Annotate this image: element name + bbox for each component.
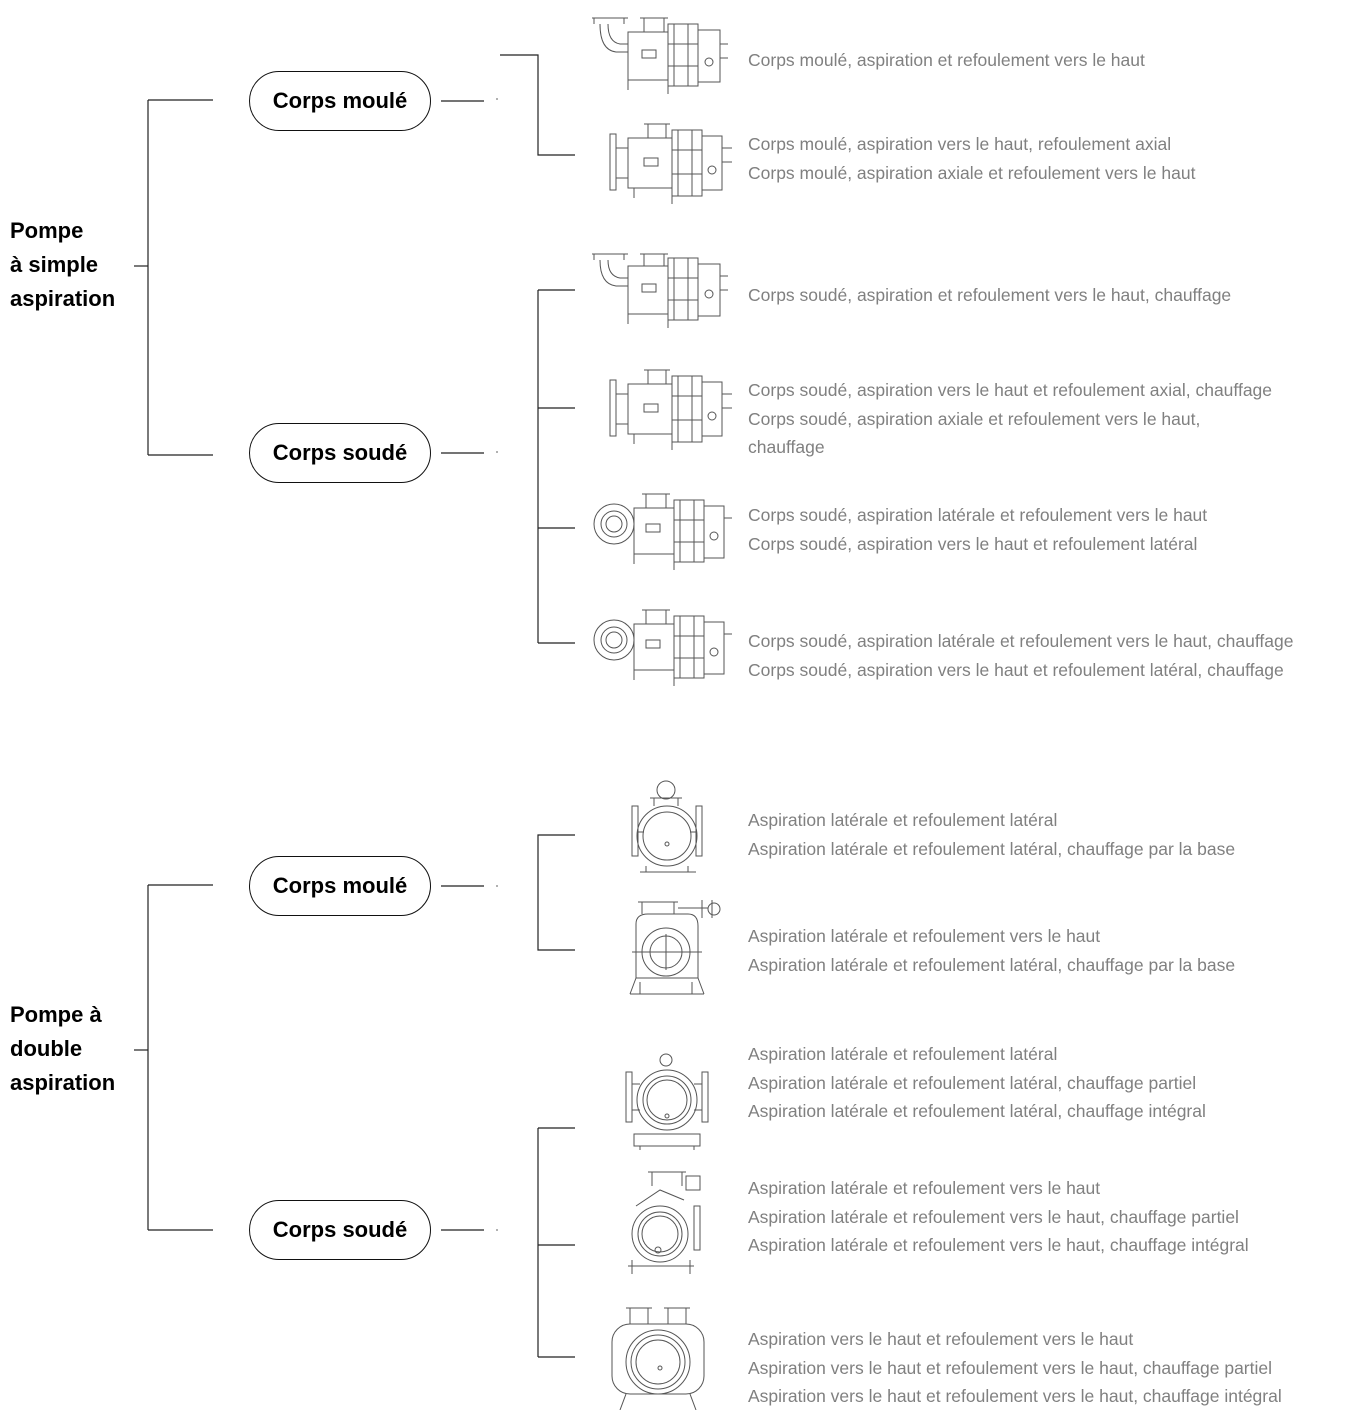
variant-description: Corps soudé, aspiration latérale et refo… [748, 631, 1294, 680]
pump-drawing-side-icon [592, 17, 728, 94]
pump-drawing-side-icon [609, 123, 732, 204]
body-type-pill: Corps moulé [249, 71, 431, 131]
family-title-double-aspiration: Pompe à double aspiration [10, 1002, 116, 1095]
family-title-simple-aspiration: Pompe à simple aspiration [10, 218, 116, 311]
body-type-pill: Corps soudé [249, 1200, 431, 1260]
variant-description: Aspiration latérale et refoulement vers … [748, 926, 1236, 975]
variant-description: Corps soudé, aspiration vers le haut et … [748, 380, 1273, 457]
pump-drawing-front-icon [611, 1307, 705, 1410]
variant-description: Aspiration latérale et refoulement latér… [748, 1044, 1206, 1121]
pump-drawing-front-icon [631, 780, 703, 873]
pump-drawing-side-icon [593, 493, 732, 570]
variant-description: Aspiration latérale et refoulement latér… [748, 810, 1236, 859]
body-type-pill: Corps soudé [249, 423, 431, 483]
pump-drawing-side-icon [609, 369, 732, 450]
variant-description: Aspiration latérale et refoulement vers … [748, 1178, 1249, 1255]
body-type-pill: Corps moulé [249, 856, 431, 916]
variant-description: Corps moulé, aspiration et refoulement v… [748, 50, 1145, 70]
pump-drawing-side-icon [592, 253, 728, 328]
variant-description: Corps soudé, aspiration et refoulement v… [748, 285, 1232, 305]
pump-drawing-side-icon [593, 609, 732, 686]
variant-description: Corps soudé, aspiration latérale et refo… [748, 505, 1208, 554]
pump-drawing-front-icon [625, 1053, 709, 1150]
variant-description: Corps moulé, aspiration vers le haut, re… [748, 134, 1196, 183]
pump-drawing-front-icon [628, 1171, 701, 1274]
pump-drawing-front-icon [629, 900, 721, 995]
variant-description: Aspiration vers le haut et refoulement v… [748, 1329, 1282, 1406]
